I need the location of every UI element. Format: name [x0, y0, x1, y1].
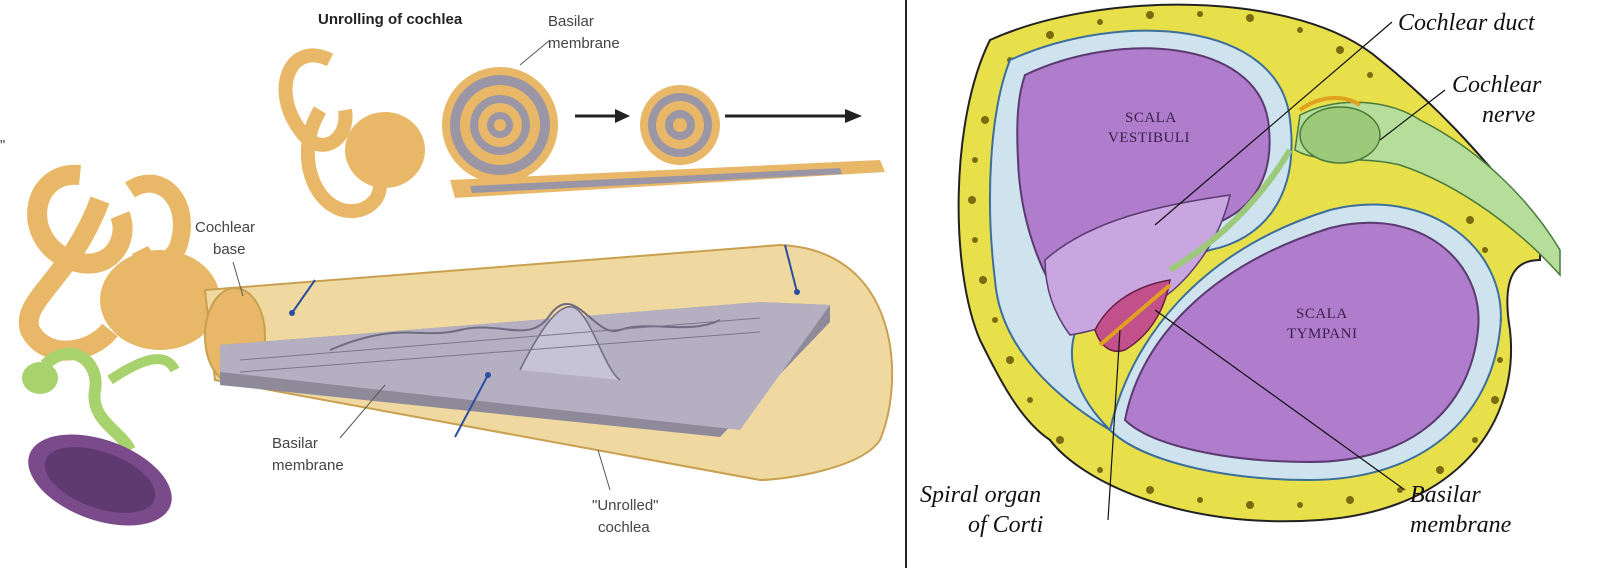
basilar-label-2: membrane [1410, 512, 1512, 538]
unrolled-label-2: cochlea [598, 519, 650, 536]
right-panel: Cochlear duct Cochlear nerve SCALA VESTI… [907, 0, 1600, 568]
inner-ear-large [18, 164, 220, 526]
panel-divider [905, 0, 907, 568]
scala-tympani [1123, 221, 1480, 464]
basilar-label-1: Basilar [1410, 482, 1481, 508]
cochlear-duct-label: Cochlear duct [1398, 10, 1536, 36]
spiral-organ-label-2: of Corti [968, 512, 1043, 538]
spiral-organ-label-1: Spiral organ [920, 482, 1041, 508]
cochlear-nerve-label-1: Cochlear [1452, 72, 1542, 98]
cochlear-base-label-2: base [213, 241, 246, 258]
scala-vestibuli-label-1: SCALA [1125, 110, 1177, 126]
basilar-top-label-1: Basilar [548, 13, 594, 30]
scala-tympani-label-1: SCALA [1296, 306, 1348, 322]
unrolled-label-1: "Unrolled" [592, 497, 659, 514]
cochlear-base-label-1: Cochlear [195, 219, 255, 236]
left-panel: Unrolling of cochlea Basilar membrane Co… [0, 11, 894, 536]
basilar-top-label-2: membrane [548, 35, 620, 52]
cochlear-nerve-label-2: nerve [1482, 102, 1536, 128]
edge-mark: " [0, 137, 5, 154]
bone-texture [968, 11, 1503, 509]
cochlear-duct-region [1044, 194, 1231, 336]
scala-tympani-label-2: TYMPANI [1287, 326, 1357, 342]
basilar-bottom-label-2: membrane [272, 457, 344, 474]
unrolling-title: Unrolling of cochlea [318, 11, 463, 28]
unrolled-cochlea [203, 39, 894, 491]
basilar-bottom-label-1: Basilar [272, 435, 318, 452]
scala-vestibuli-label-2: VESTIBULI [1108, 130, 1190, 146]
inner-ear-small [278, 48, 885, 219]
